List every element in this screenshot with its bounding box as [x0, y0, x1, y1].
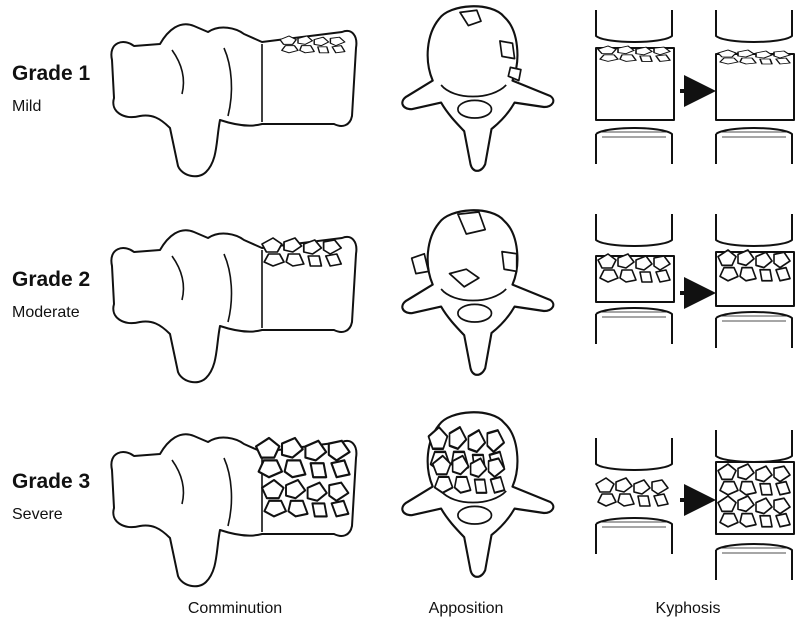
grade-2-apposition-drawing — [402, 210, 553, 375]
grade-1-kyphosis-drawing — [596, 10, 794, 164]
grade-2-comminution-drawing — [111, 230, 356, 382]
grade-3-comminution-drawing — [111, 434, 356, 586]
grade-3-apposition-drawing — [402, 412, 553, 577]
grade-3-kyphosis-drawing — [596, 430, 794, 580]
grade-2-kyphosis-drawing — [596, 214, 794, 348]
grade-1-comminution-drawing — [111, 24, 356, 176]
grade-1-apposition-drawing — [402, 6, 553, 171]
